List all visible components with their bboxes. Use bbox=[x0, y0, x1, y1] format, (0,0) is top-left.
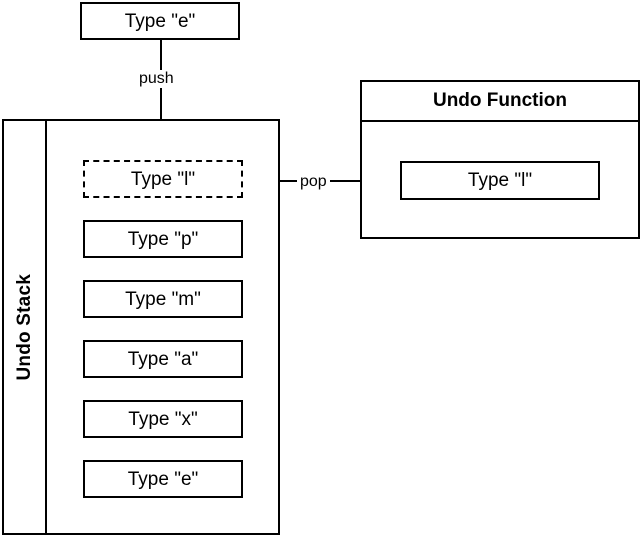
stack-item[interactable]: Type "e" bbox=[83, 460, 243, 498]
pop-edge-label: pop bbox=[297, 173, 330, 191]
stack-item[interactable]: Type "x" bbox=[83, 400, 243, 438]
undo-stack-container: Undo Stack Type "l" Type "p" Type "m" Ty… bbox=[2, 119, 280, 535]
undo-stack-label: Undo Stack bbox=[13, 273, 35, 381]
input-action-node[interactable]: Type "e" bbox=[80, 2, 240, 40]
stack-item[interactable]: Type "m" bbox=[83, 280, 243, 318]
undo-stack-label-column: Undo Stack bbox=[4, 121, 47, 533]
stack-item[interactable]: Type "a" bbox=[83, 340, 243, 378]
stack-item[interactable]: Type "p" bbox=[83, 220, 243, 258]
undo-function-item[interactable]: Type "l" bbox=[400, 161, 600, 200]
stack-item-top[interactable]: Type "l" bbox=[83, 160, 243, 198]
undo-function-title: Undo Function bbox=[362, 82, 638, 122]
push-edge-label: push bbox=[136, 70, 177, 88]
undo-function-panel: Undo Function Type "l" bbox=[360, 80, 640, 239]
